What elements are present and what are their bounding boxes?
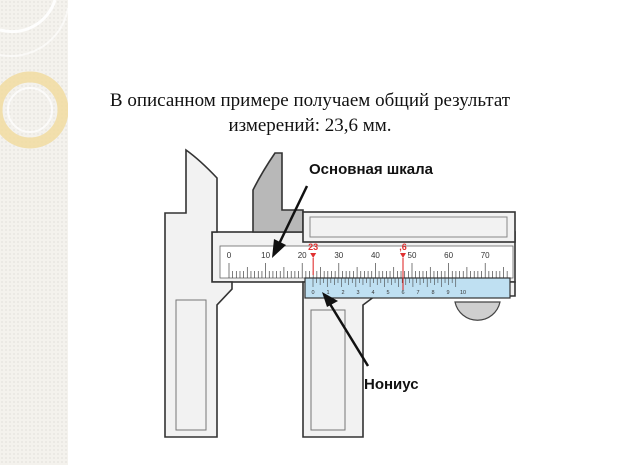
slider-top-box-inner <box>309 216 508 238</box>
slide-title-line-2: измерений: 23,6 мм. <box>228 115 392 136</box>
vernier-label: Нониус <box>364 376 419 393</box>
sliding-jaw-inner-edge <box>310 309 346 431</box>
main-scale-ticks <box>228 263 508 278</box>
vernier-reading-highlight: ,6 <box>399 242 407 252</box>
vernier-plate <box>304 277 511 299</box>
reading-highlights: 23 ,6 <box>308 242 407 290</box>
vernier-scale-number: 0 <box>311 290 314 296</box>
sliding-jaw <box>302 281 516 438</box>
vernier-scale-number: 8 <box>431 290 434 296</box>
vernier-scale-number: 3 <box>356 290 359 296</box>
vernier-scale-number: 9 <box>446 290 449 296</box>
fixed-jaw-inner-edge <box>175 299 207 431</box>
vernier-scale-number: 10 <box>460 290 466 296</box>
vernier-callout-arrow <box>322 292 370 367</box>
main-reading-arrow <box>310 253 317 258</box>
vernier-scale-number: 5 <box>386 290 389 296</box>
thumb-wheel <box>454 301 501 321</box>
main-scale-callout-arrow <box>272 185 309 258</box>
main-scale-number: 40 <box>371 251 380 260</box>
decorative-rings-graphic <box>0 0 69 149</box>
main-scale-reading-highlight: 23 <box>308 242 318 252</box>
vernier-scale-number: 7 <box>416 290 419 296</box>
main-scale-number: 20 <box>298 251 307 260</box>
main-scale-number: 60 <box>444 251 453 260</box>
main-scale-label: Основная шкала <box>309 161 434 178</box>
vernier-reading-arrow <box>400 253 406 258</box>
main-scale-number: 10 <box>261 251 270 260</box>
vernier-scale-number: 4 <box>371 290 374 296</box>
main-scale-number: 50 <box>408 251 417 260</box>
slide-title: В описанном примере получаем общий резул… <box>90 88 530 138</box>
main-scale-strip <box>219 245 514 279</box>
main-scale-number: 30 <box>334 251 343 260</box>
main-scale-number: 0 <box>227 251 232 260</box>
upper-jaw <box>252 152 304 233</box>
main-scale-number: 70 <box>481 251 490 260</box>
main-scale-numbers: 0 10 20 30 40 50 60 70 <box>227 251 490 260</box>
vernier-scale-number: 1 <box>326 290 329 296</box>
vernier-scale-numbers: 0 1 2 3 4 5 6 7 8 9 10 <box>311 290 466 296</box>
vernier-scale-number: 6 <box>401 290 404 296</box>
vernier-scale-ticks <box>312 278 457 287</box>
vernier-scale-number: 2 <box>341 290 344 296</box>
fixed-jaw <box>164 148 233 438</box>
decorative-background-strip <box>0 0 69 465</box>
slide-title-line-1: В описанном примере получаем общий резул… <box>109 90 511 111</box>
